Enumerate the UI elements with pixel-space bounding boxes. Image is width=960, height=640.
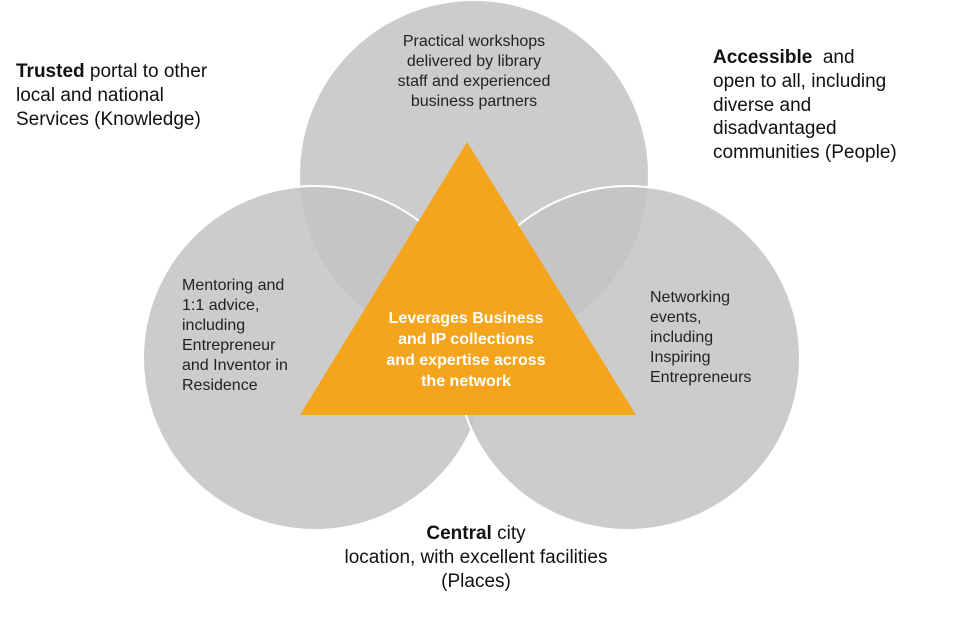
circle-right-line: Inspiring: [650, 349, 711, 366]
center-line: Leverages Business: [388, 310, 544, 327]
center-triangle: [300, 142, 636, 415]
outer-top-right-rest: and: [812, 47, 855, 68]
circle-left-line: including: [182, 317, 246, 334]
center-line: and expertise across: [386, 352, 546, 370]
outer-top-right-line: open to all, including: [713, 70, 887, 92]
outer-top-right-line: diverse and: [713, 94, 812, 116]
outer-top-right-first-line: Accessible and: [713, 46, 953, 70]
outer-top-left-line: local and national: [16, 84, 164, 106]
circle-top-text: Practical workshops delivered by library…: [376, 32, 572, 112]
circle-left-line: and Inventor in: [182, 357, 288, 374]
outer-top-right-line: disadvantaged: [713, 118, 837, 140]
outer-top-left-first-line: Trusted portal to other: [16, 60, 276, 84]
circle-right-line: Entrepreneurs: [650, 369, 752, 386]
outer-top-left-line: Services (Knowledge): [16, 108, 201, 130]
outer-bottom-line: (Places): [441, 570, 511, 592]
circle-right-line: Networking: [650, 289, 731, 306]
circle-top-line: business partners: [410, 93, 538, 110]
outer-top-right-line: communities (People): [713, 142, 897, 163]
outer-bottom-rest: city: [491, 523, 526, 544]
circle-top-line: staff and experienced: [397, 73, 551, 90]
outer-top-right-bold: Accessible: [713, 47, 813, 68]
circle-left-line: 1:1 advice,: [182, 297, 260, 314]
outer-bottom-line: location, with excellent facilities: [344, 546, 608, 568]
center-line: and IP collections: [398, 331, 534, 349]
circle-right-line: events,: [650, 309, 702, 326]
circle-left-line: Mentoring and: [182, 277, 285, 294]
outer-top-left-bold: Trusted: [16, 61, 85, 82]
outer-bottom-text: Central city location, with excellent fa…: [296, 522, 656, 593]
outer-top-left-rest: portal to other: [84, 61, 208, 82]
outer-bottom-first-line: Central city: [296, 522, 656, 546]
circle-left-line: Entrepreneur: [182, 337, 276, 354]
center-triangle-text: Leverages Business and IP collections an…: [352, 308, 580, 392]
circle-top-line: Practical workshops: [402, 33, 546, 50]
center-line: the network: [421, 373, 511, 391]
circle-left-text: Mentoring and 1:1 advice, including Entr…: [182, 276, 332, 396]
circle-left-line: Residence: [182, 377, 258, 394]
circle-right-line: including: [650, 329, 714, 346]
outer-bottom-bold: Central: [426, 523, 492, 544]
outer-top-right-text: Accessible and open to all, including di…: [713, 46, 953, 165]
circle-top-line: delivered by library: [406, 53, 542, 70]
outer-top-left-text: Trusted portal to other local and nation…: [16, 60, 276, 131]
circle-right-text: Networking events, including Inspiring E…: [650, 288, 790, 388]
